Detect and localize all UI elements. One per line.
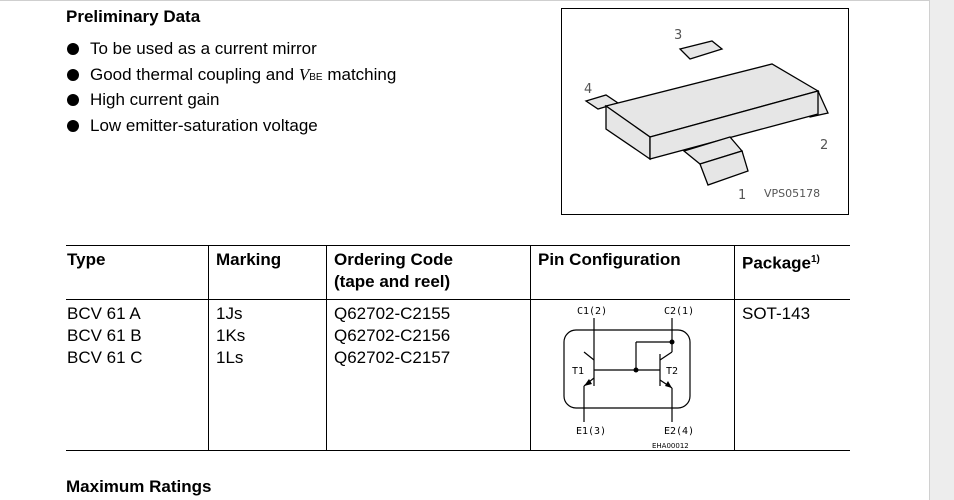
pin-label-3: 3 bbox=[674, 28, 682, 43]
feature-item: Good thermal coupling and VBE matching bbox=[66, 62, 396, 88]
table-top-rule bbox=[66, 245, 850, 246]
feature-list: To be used as a current mirror Good ther… bbox=[66, 36, 396, 138]
table-header-rule bbox=[66, 299, 850, 300]
table-cell: Q62702-C2157 bbox=[334, 348, 451, 367]
feature-item: High current gain bbox=[66, 87, 396, 113]
header-type: Type bbox=[67, 250, 106, 269]
header-ordering-code: Ordering Code (tape and reel) bbox=[334, 250, 454, 291]
vbe-symbol: VBE bbox=[298, 64, 323, 84]
feature-item: Low emitter-saturation voltage bbox=[66, 113, 396, 139]
table-cell: BCV 61 B bbox=[67, 326, 142, 345]
scrollbar-track[interactable] bbox=[930, 0, 954, 500]
pin-label-1: 1 bbox=[738, 188, 746, 203]
header-marking: Marking bbox=[216, 250, 282, 269]
c1-label: C1(2) bbox=[577, 306, 607, 317]
e1-label: E1(3) bbox=[576, 426, 606, 437]
package-image: 1 2 3 4 VPS05178 bbox=[561, 8, 849, 215]
type-values: BCV 61 A BCV 61 B BCV 61 C bbox=[67, 303, 143, 369]
table-cell: 1Ls bbox=[216, 348, 244, 367]
pin-configuration-diagram: C1(2) C2(1) T1 T2 E1(3) E2(4) EHA00012 bbox=[563, 306, 694, 450]
bullet-icon bbox=[67, 119, 79, 132]
column-divider bbox=[326, 245, 327, 451]
table-cell: 1Js bbox=[216, 304, 243, 323]
table-cell: 1Ks bbox=[216, 326, 246, 345]
table-bottom-rule bbox=[66, 450, 850, 451]
t2-label: T2 bbox=[666, 366, 678, 377]
table-cell: BCV 61 A bbox=[67, 304, 141, 323]
e2-label: E2(4) bbox=[664, 426, 694, 437]
bullet-icon bbox=[67, 94, 79, 107]
preliminary-data-heading: Preliminary Data bbox=[66, 7, 201, 26]
t1-label: T1 bbox=[572, 366, 584, 377]
column-divider bbox=[530, 245, 531, 451]
table-cell: Q62702-C2155 bbox=[334, 304, 451, 323]
package-value: SOT-143 bbox=[742, 304, 811, 323]
column-divider bbox=[734, 245, 735, 451]
package-code: VPS05178 bbox=[764, 187, 820, 200]
ordering-table: Type Marking Ordering Code (tape and ree… bbox=[66, 245, 850, 451]
ordering-code-values: Q62702-C2155 Q62702-C2156 Q62702-C2157 bbox=[334, 303, 450, 369]
page-edge-line bbox=[929, 0, 930, 500]
maximum-ratings-heading: Maximum Ratings bbox=[66, 477, 212, 496]
header-package: Package1) bbox=[742, 253, 820, 273]
table-cell: Q62702-C2156 bbox=[334, 326, 451, 345]
bullet-icon bbox=[67, 43, 79, 55]
marking-values: 1Js 1Ks 1Ls bbox=[216, 303, 245, 369]
bullet-icon bbox=[67, 68, 79, 81]
top-divider bbox=[0, 0, 929, 1]
diagram-code: EHA00012 bbox=[652, 442, 689, 450]
pin-label-2: 2 bbox=[820, 138, 828, 153]
table-cell: BCV 61 C bbox=[67, 348, 143, 367]
column-divider bbox=[208, 245, 209, 451]
c2-label: C2(1) bbox=[664, 306, 694, 317]
feature-item: To be used as a current mirror bbox=[66, 36, 396, 62]
sot143-package-drawing: 1 2 3 4 VPS05178 bbox=[584, 28, 829, 203]
header-pin-configuration: Pin Configuration bbox=[538, 250, 681, 269]
pin-label-4: 4 bbox=[584, 82, 592, 97]
